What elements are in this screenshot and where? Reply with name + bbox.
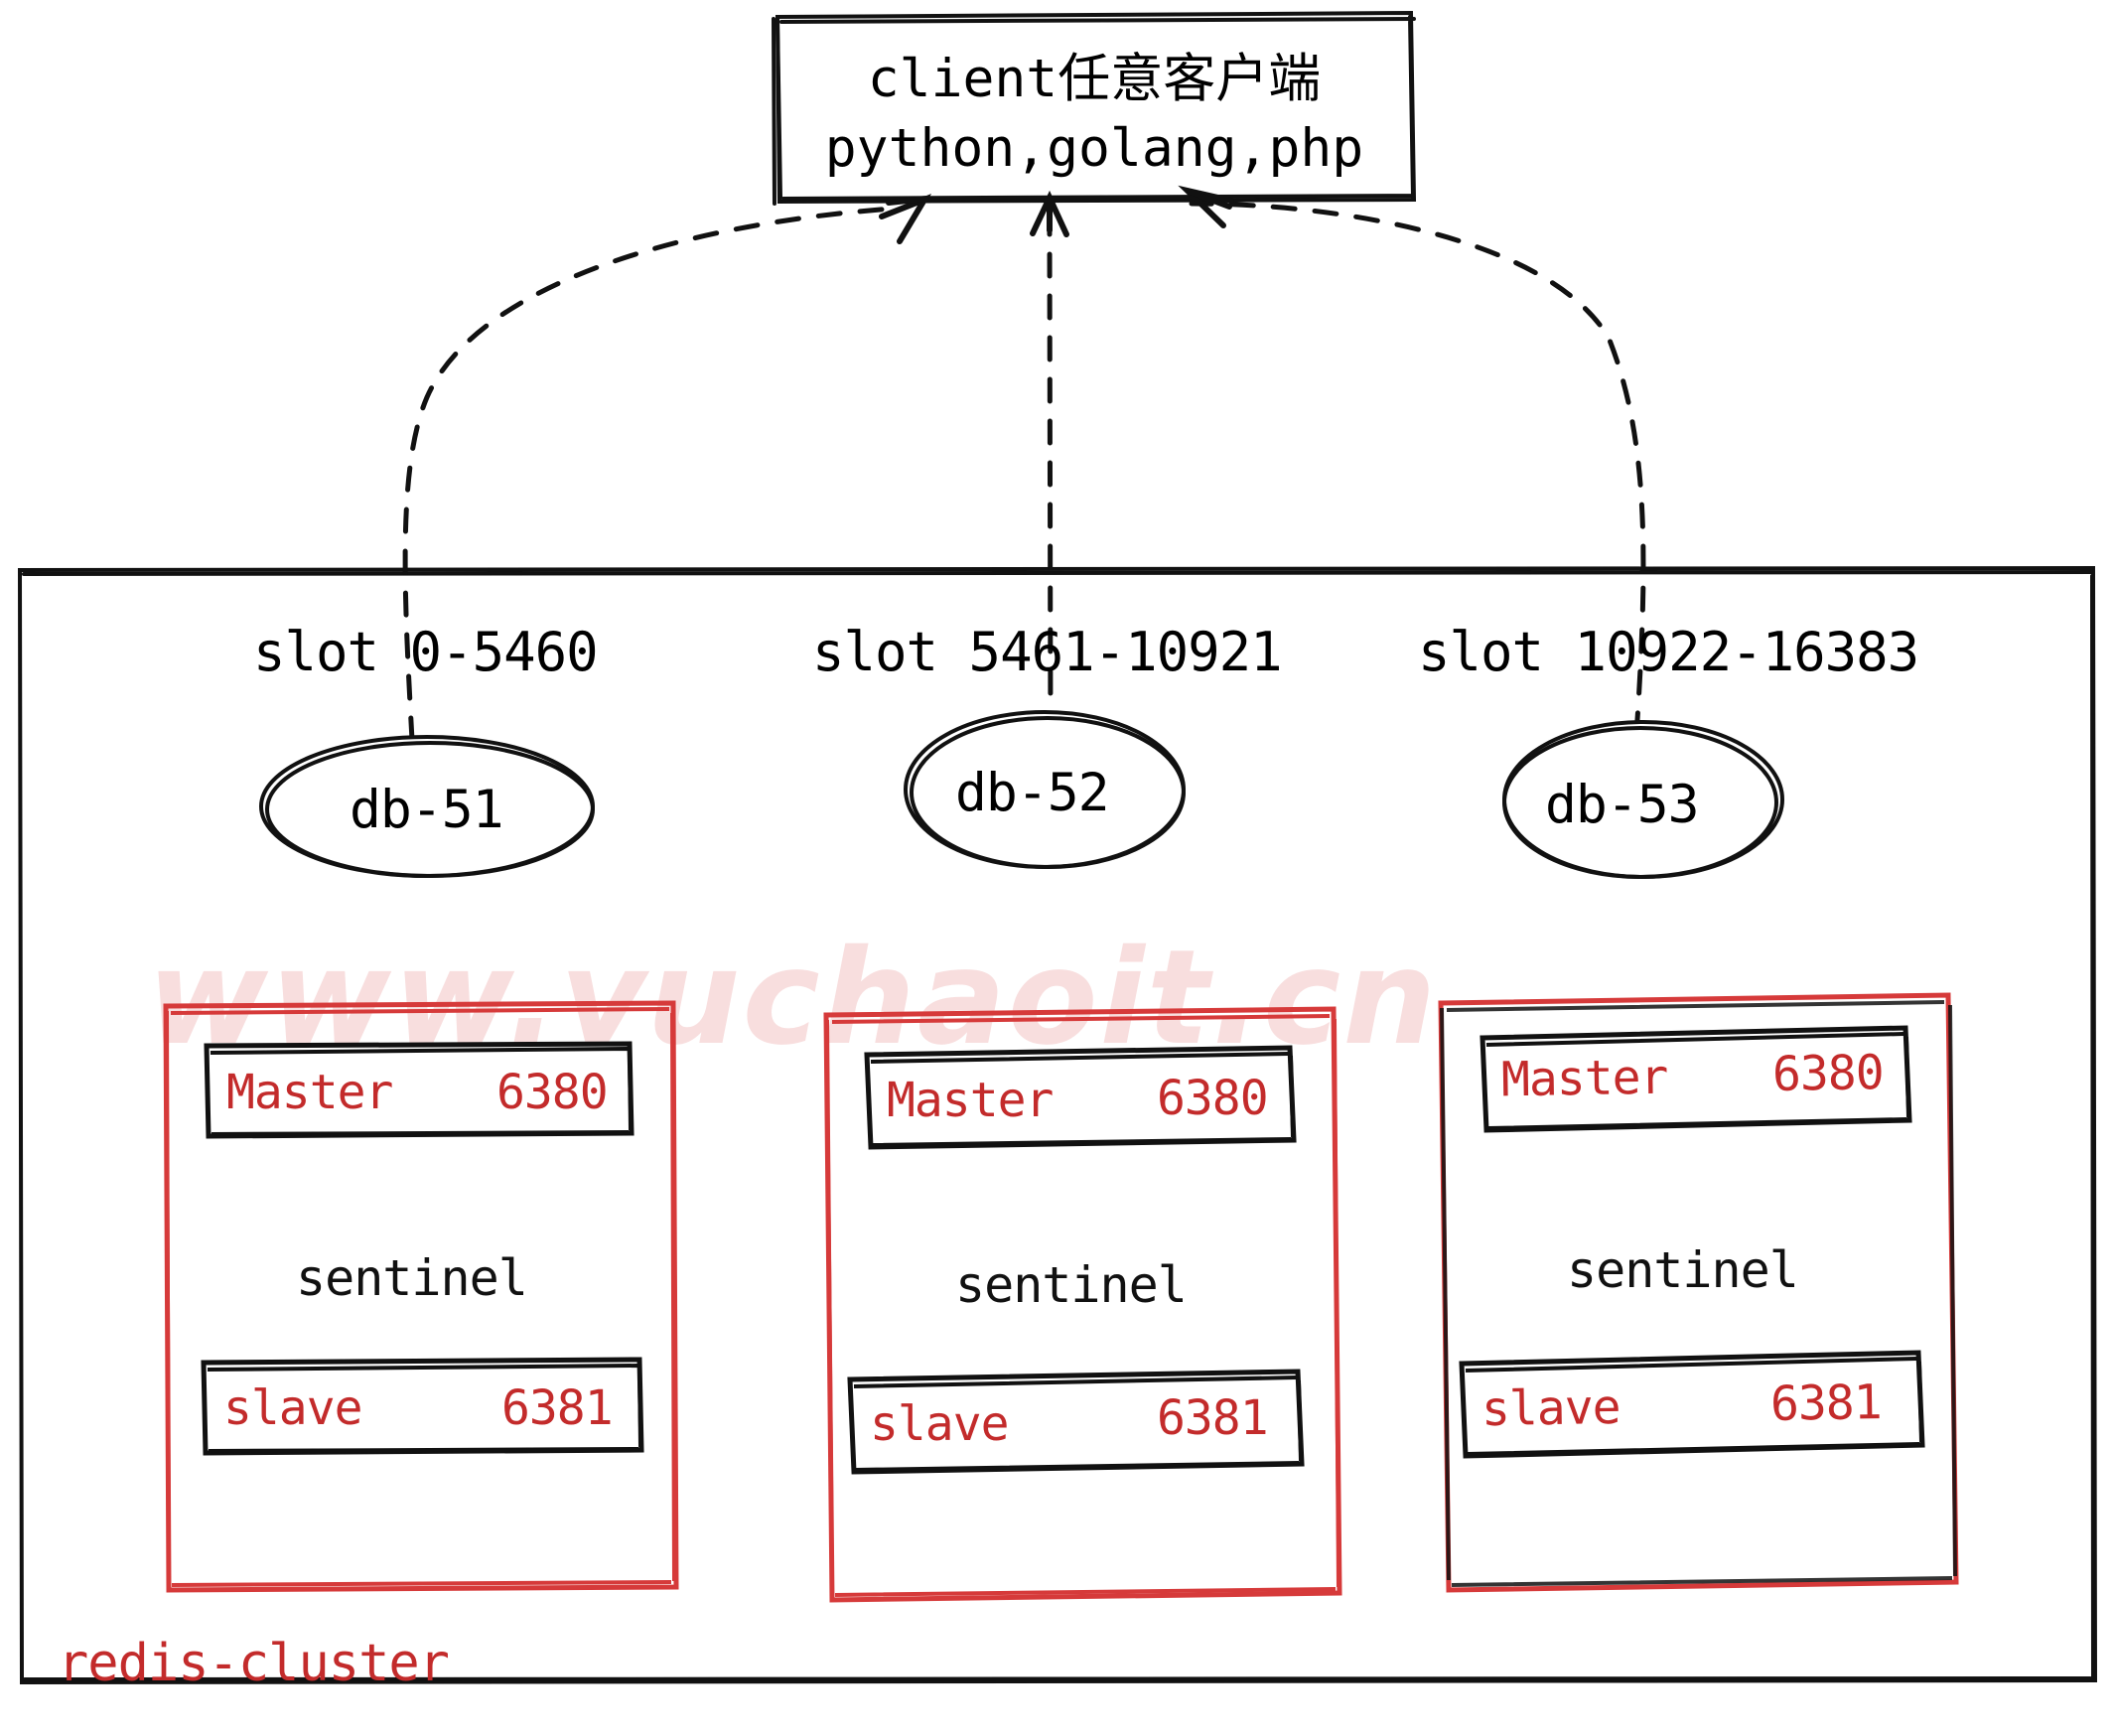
node-label-db-51: db-51 bbox=[350, 780, 504, 840]
client-box: client任意客户端 python,golang,php bbox=[775, 14, 1414, 201]
slave-name-shard-2: slave bbox=[870, 1396, 1009, 1452]
master-port-shard-3: 6380 bbox=[1771, 1045, 1885, 1102]
master-port-shard-2: 6380 bbox=[1157, 1071, 1269, 1126]
sentinel-label-shard-2: sentinel bbox=[955, 1256, 1188, 1314]
slot-label-shard-2: slot 5461-10921 bbox=[812, 621, 1283, 683]
node-label-db-52: db-52 bbox=[955, 763, 1110, 823]
sentinel-label-shard-1: sentinel bbox=[296, 1249, 528, 1307]
slave-name-shard-3: slave bbox=[1480, 1378, 1621, 1438]
redis-cluster-boundary bbox=[17, 565, 2098, 1685]
slave-port-shard-3: 6381 bbox=[1769, 1374, 1883, 1432]
master-name-shard-3: Master bbox=[1500, 1049, 1668, 1108]
slave-port-shard-2: 6381 bbox=[1157, 1390, 1269, 1446]
sentinel-label-shard-3: sentinel bbox=[1567, 1241, 1799, 1299]
slave-name-shard-1: slave bbox=[223, 1380, 362, 1436]
client-box-line-1: client任意客户端 bbox=[867, 48, 1322, 109]
client-box-line-2: python,golang,php bbox=[824, 117, 1364, 179]
slot-label-shard-3: slot 10922-16383 bbox=[1418, 621, 1919, 683]
master-port-shard-1: 6380 bbox=[496, 1065, 609, 1120]
slave-port-shard-1: 6381 bbox=[501, 1380, 614, 1436]
slot-label-shard-1: slot 0-5460 bbox=[253, 621, 599, 683]
master-name-shard-1: Master bbox=[226, 1065, 393, 1120]
node-label-db-53: db-53 bbox=[1545, 775, 1700, 835]
master-name-shard-2: Master bbox=[887, 1073, 1054, 1128]
cluster-caption-label: redis-cluster bbox=[58, 1634, 450, 1693]
